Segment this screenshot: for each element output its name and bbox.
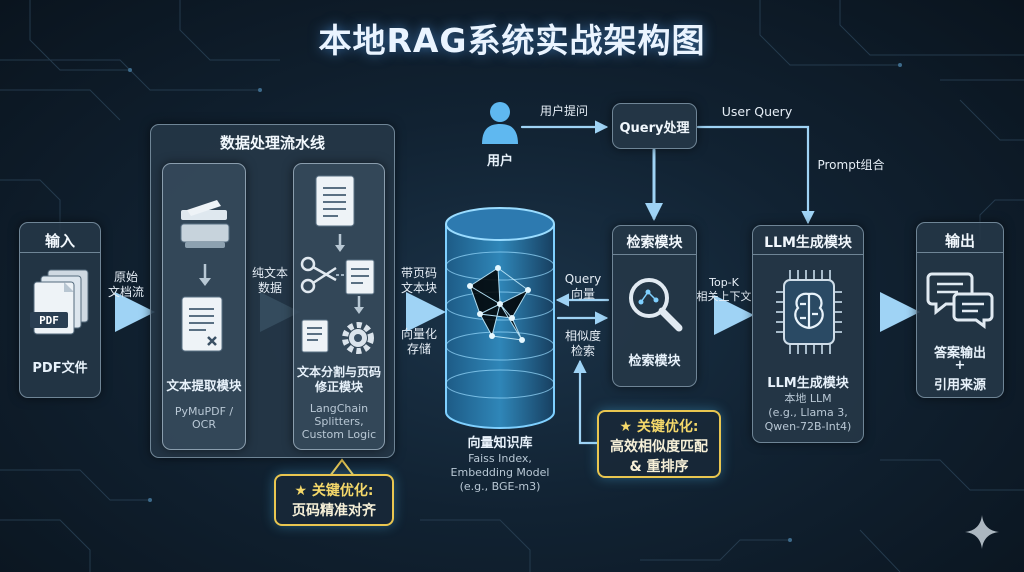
opt1-line2: 页码精准对齐 [276,501,392,521]
llm-name: LLM生成模块 [752,372,864,391]
vector-db-sub1: Faiss Index, [430,452,570,465]
scissors-icon [300,256,380,296]
edge-label-text-2: 数据 [246,281,294,295]
arrow-down-icon [197,264,213,288]
llm-sub2: (e.g., Llama 3, [752,406,864,419]
output-header: 输出 [916,230,1004,251]
output-line3: 引用来源 [916,374,1004,393]
divider [612,254,697,255]
llm-header: LLM生成模块 [752,232,864,252]
edge-label-raw-1: 原始 [103,270,149,284]
extract-name: 文本提取模块 [162,375,246,394]
split-sub: LangChain Splitters, Custom Logic [293,402,385,441]
edge-label-question: 用户提问 [524,104,604,118]
output-line2: + [916,358,1004,373]
optimization-callout-2: ★ 关键优化: 高效相似度匹配 & 重排序 [597,410,721,478]
pipeline-header: 数据处理流水线 [150,132,395,153]
opt1-line1: ★ 关键优化: [276,481,392,501]
retrieval-caption: 检索模块 [612,350,697,369]
sparkle-icon [965,515,999,549]
vector-db-name: 向量知识库 [440,432,560,451]
edge-label-qvec-1: Query [558,272,608,286]
retrieval-header: 检索模块 [612,232,697,252]
arrow-userquery [698,127,808,222]
pdf-document-icon [30,268,92,346]
vector-db-sub2: Embedding Model [430,466,570,479]
vector-database-icon [440,206,560,438]
magnifier-icon [623,272,687,336]
edge-label-prompt: Prompt组合 [806,158,896,172]
llm-sub1: 本地 LLM [752,392,864,405]
ai-chip-icon [776,262,842,362]
user-icon [480,100,520,146]
split-name: 文本分割与页码修正模块 [293,365,385,395]
llm-sub3: Qwen-72B-Int4) [752,420,864,433]
input-caption: PDF文件 [19,357,101,376]
edge-label-chunks-1: 带页码 [396,266,442,280]
edge-label-text-1: 纯文本 [246,266,294,280]
edge-label-topk-2: 相关上下文 [694,290,754,304]
gear-document-icon [300,318,380,360]
document-icon [314,174,360,232]
opt2-line3: & 重排序 [599,457,719,477]
divider [752,254,864,255]
divider [19,252,101,253]
edge-label-topk-1: Top-K [694,276,754,290]
edge-label-vectorize-1: 向量化 [396,327,442,341]
arrow-down-icon [352,296,366,316]
input-header: 输入 [19,230,101,251]
edge-label-raw-2: 文档流 [103,285,149,299]
edge-label-sim-1: 相似度 [558,329,608,343]
arrow-down-icon [333,234,347,254]
edge-label-sim-2: 检索 [558,344,608,358]
arrow-opt2-loop [580,362,598,443]
scanner-icon [177,198,233,258]
edge-label-user-query: User Query [712,105,802,119]
query-processing-label: Query处理 [612,117,697,136]
document-text-icon [180,295,228,357]
opt2-line2: 高效相似度匹配 [599,437,719,457]
optimization-callout-1: ★ 关键优化: 页码精准对齐 [274,474,394,526]
edge-label-qvec-2: 向量 [558,287,608,301]
edge-label-vectorize-2: 存储 [396,342,442,356]
opt2-line1: ★ 关键优化: [599,417,719,437]
divider [916,252,1004,253]
chat-bubbles-icon [928,270,994,328]
user-label: 用户 [470,150,530,169]
pdf-label: PDF [30,313,68,329]
extract-sub: PyMuPDF / OCR [162,405,246,431]
edge-label-chunks-2: 文本块 [396,281,442,295]
vector-db-sub3: (e.g., BGE-m3) [430,480,570,493]
